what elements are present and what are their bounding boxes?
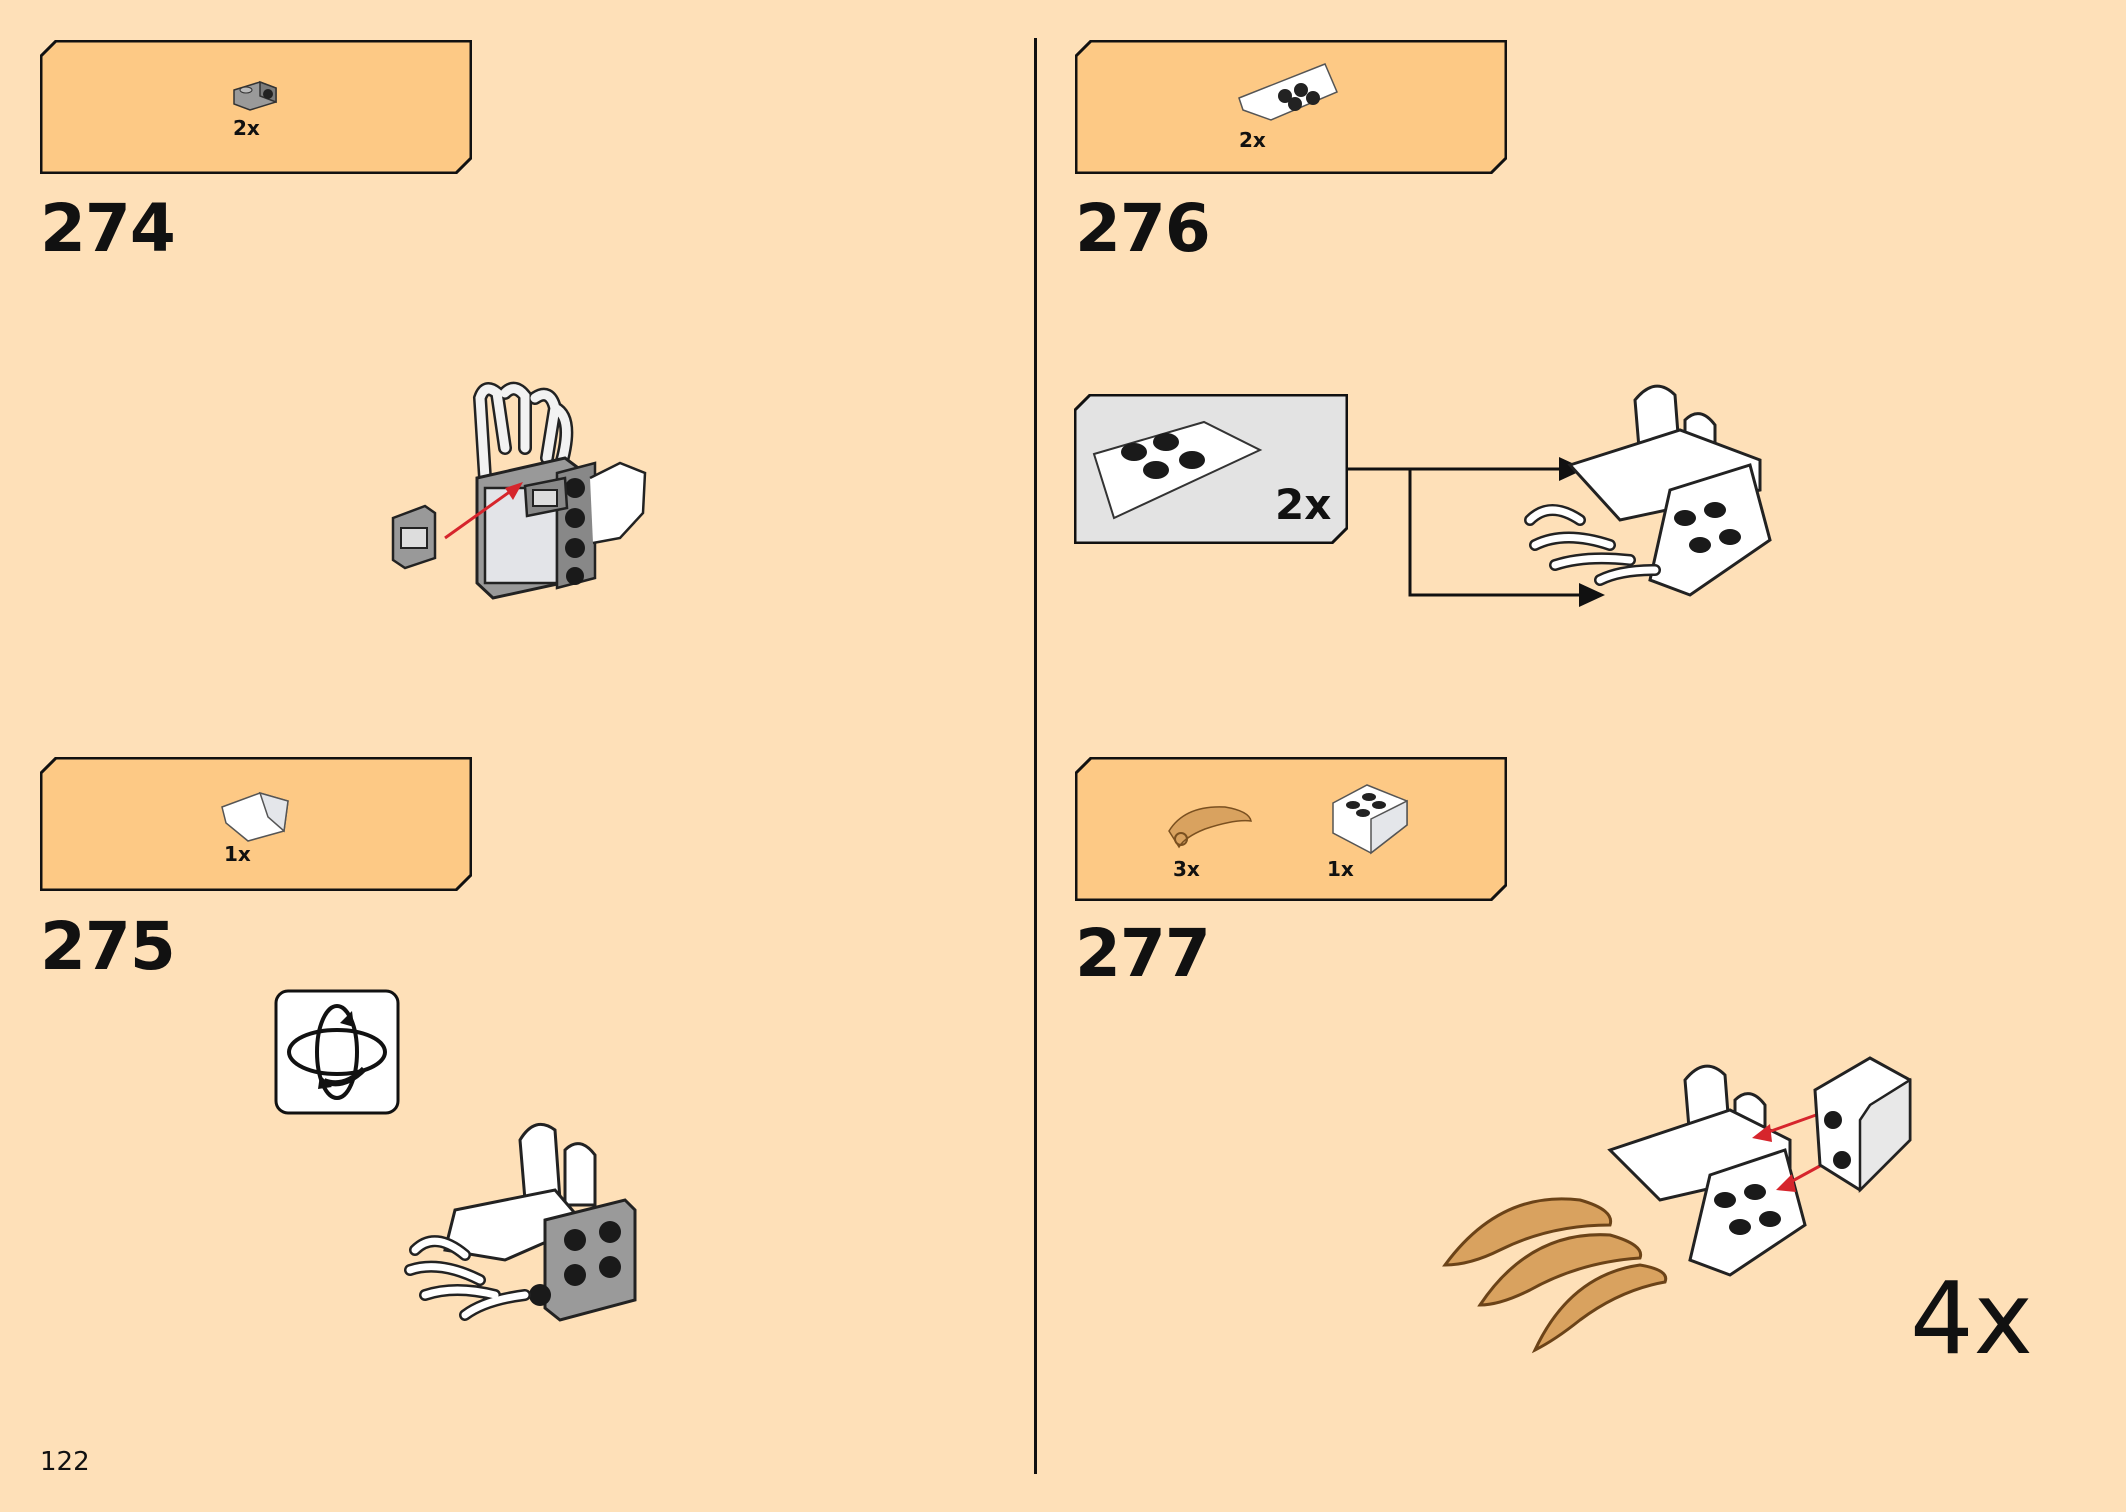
page-number: 122 [40,1447,90,1477]
white-wedge-tile-icon [221,791,289,842]
parts-box-277: 3x 1x [1075,757,1507,901]
step-277-illustration [1442,1056,1912,1354]
step-number: 274 [40,190,176,267]
parts-box-276: 2x [1075,40,1507,174]
white-wedge-plate-icon [1238,63,1338,121]
subassembly-qty: 2x [1275,480,1332,529]
step-multiplier: 4x [1910,1260,2033,1377]
rotate-callout [274,989,400,1115]
step-number: 276 [1075,190,1211,267]
gray-bracket-plate-icon [233,80,277,111]
subassembly-box [1073,393,1349,545]
part-qty: 2x [1239,128,1266,152]
part-qty: 3x [1173,857,1200,881]
part-qty: 1x [1327,857,1354,881]
white-inverted-slope-icon [1332,784,1408,855]
parts-box-274: 2x [40,40,472,174]
step-274-illustration [391,381,647,600]
part-qty: 1x [224,842,251,866]
step-276-illustration [1524,384,1772,597]
part-qty: 2x [233,116,260,140]
rotate-model-icon [274,989,400,1115]
step-number: 277 [1075,915,1211,992]
page-divider [1034,38,1037,1474]
parts-box-275: 1x [40,757,472,891]
tan-claw-icon [1168,806,1252,849]
step-number: 275 [40,908,176,985]
step-275-illustration [404,1122,637,1322]
